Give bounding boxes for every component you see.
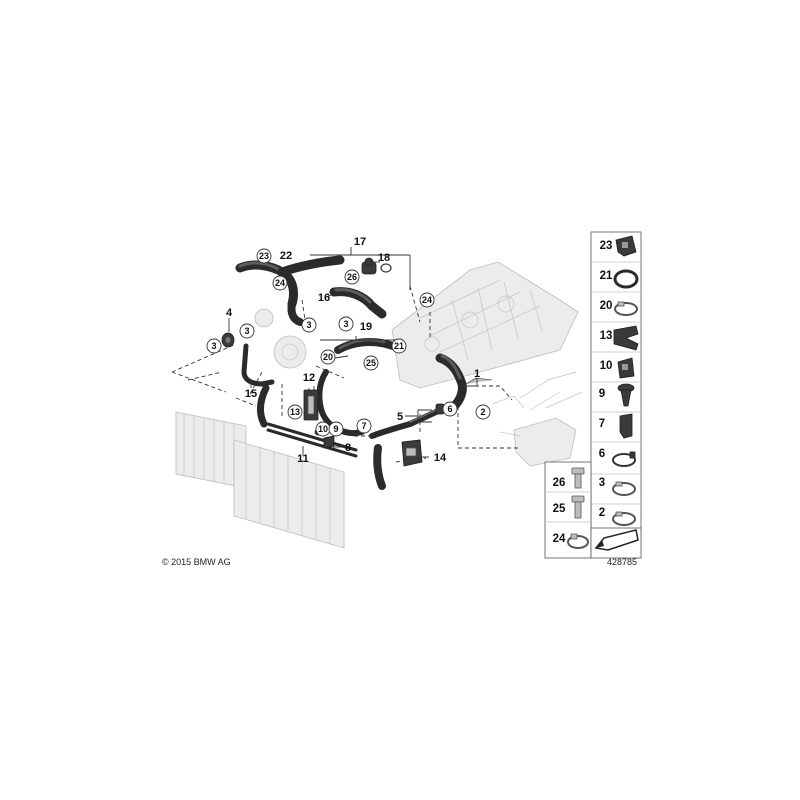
callout-1: 1 bbox=[474, 368, 480, 380]
callout-23: 23 bbox=[259, 251, 269, 261]
spring-clip-icon bbox=[615, 235, 637, 257]
holder-clip-icon bbox=[619, 413, 633, 439]
callout-3d: 3 bbox=[211, 341, 216, 351]
callout-26: 26 bbox=[347, 272, 357, 282]
callout-17: 17 bbox=[354, 236, 366, 248]
callouts: 23 22 24 17 18 26 24 16 4 3 3 19 3 3 20 … bbox=[206, 236, 491, 465]
bolt-icon bbox=[571, 467, 585, 489]
callout-24a: 24 bbox=[275, 278, 285, 288]
hose-clamp-icon bbox=[612, 511, 636, 526]
callout-12: 12 bbox=[303, 372, 315, 384]
water-pump-ghost bbox=[254, 308, 307, 369]
callout-10: 10 bbox=[318, 424, 328, 434]
legend-labels: 23 21 20 13 10 9 7 6 3 2 26 25 24 bbox=[553, 240, 613, 545]
legend-6: 6 bbox=[599, 448, 605, 460]
leader-lines bbox=[228, 247, 478, 458]
coolant-pipe-15 bbox=[241, 343, 275, 428]
engine-block-ghost bbox=[391, 261, 579, 389]
legend-23: 23 bbox=[600, 240, 613, 252]
callout-13: 13 bbox=[290, 407, 300, 417]
hose-clamp-icon bbox=[612, 451, 636, 467]
bolt-icon bbox=[571, 495, 585, 519]
expansion-tank-ghost bbox=[491, 371, 583, 467]
callout-19: 19 bbox=[360, 321, 372, 333]
callout-18: 18 bbox=[378, 252, 390, 264]
legend-24: 24 bbox=[553, 533, 566, 545]
callout-22: 22 bbox=[280, 250, 292, 262]
condenser-ghost bbox=[233, 439, 345, 549]
figure-number: 428785 bbox=[607, 557, 637, 567]
bracket-clip-icon bbox=[613, 325, 639, 351]
callout-3a: 3 bbox=[306, 320, 311, 330]
legend-10: 10 bbox=[600, 360, 613, 372]
legend-9: 9 bbox=[599, 388, 605, 400]
upper-radiator-hose bbox=[235, 255, 345, 326]
coolant-hose-5 bbox=[407, 409, 439, 427]
coolant-hose-20 bbox=[334, 338, 404, 354]
arrow-wedge-icon bbox=[594, 529, 639, 551]
coolant-hose-1 bbox=[435, 353, 493, 415]
callout-15: 15 bbox=[245, 388, 257, 400]
legend-26: 26 bbox=[553, 477, 566, 489]
clamp-icon bbox=[617, 357, 635, 379]
copyright-text: © 2015 BMW AG bbox=[162, 557, 231, 567]
legend-13: 13 bbox=[600, 330, 613, 342]
legend-7: 7 bbox=[599, 418, 605, 430]
hose-clamp-icon bbox=[567, 533, 589, 549]
expanding-rivet-icon bbox=[617, 383, 635, 407]
callout-11: 11 bbox=[297, 453, 309, 465]
callout-14: 14 bbox=[434, 452, 447, 464]
callout-3c: 3 bbox=[244, 326, 249, 336]
callout-6: 6 bbox=[447, 404, 452, 414]
o-ring-icon bbox=[613, 269, 639, 289]
coolant-hose-16 bbox=[329, 287, 387, 319]
callout-24b: 24 bbox=[422, 295, 432, 305]
callout-25: 25 bbox=[366, 358, 376, 368]
grommet-4 bbox=[221, 332, 235, 348]
coolant-hose-7 bbox=[369, 421, 413, 490]
legend-25: 25 bbox=[553, 503, 566, 515]
callout-2: 2 bbox=[480, 407, 485, 417]
hose-clamp-icon bbox=[612, 481, 636, 496]
callout-7: 7 bbox=[361, 421, 366, 431]
callout-20: 20 bbox=[323, 352, 333, 362]
callout-5: 5 bbox=[397, 411, 403, 423]
callout-3b: 3 bbox=[343, 319, 348, 329]
callout-16: 16 bbox=[318, 292, 330, 304]
legend-20: 20 bbox=[600, 300, 613, 312]
legend-21: 21 bbox=[600, 270, 613, 282]
bracket-12 bbox=[303, 389, 319, 421]
callout-4: 4 bbox=[226, 307, 233, 319]
callout-21: 21 bbox=[394, 341, 404, 351]
legend-3: 3 bbox=[599, 477, 605, 489]
bracket-14 bbox=[401, 439, 423, 467]
callout-9: 9 bbox=[333, 424, 338, 434]
legend-2: 2 bbox=[599, 507, 605, 519]
callout-8: 8 bbox=[345, 442, 351, 454]
coolant-pipe-11 bbox=[266, 369, 365, 458]
hose-clamp-icon bbox=[614, 301, 638, 316]
